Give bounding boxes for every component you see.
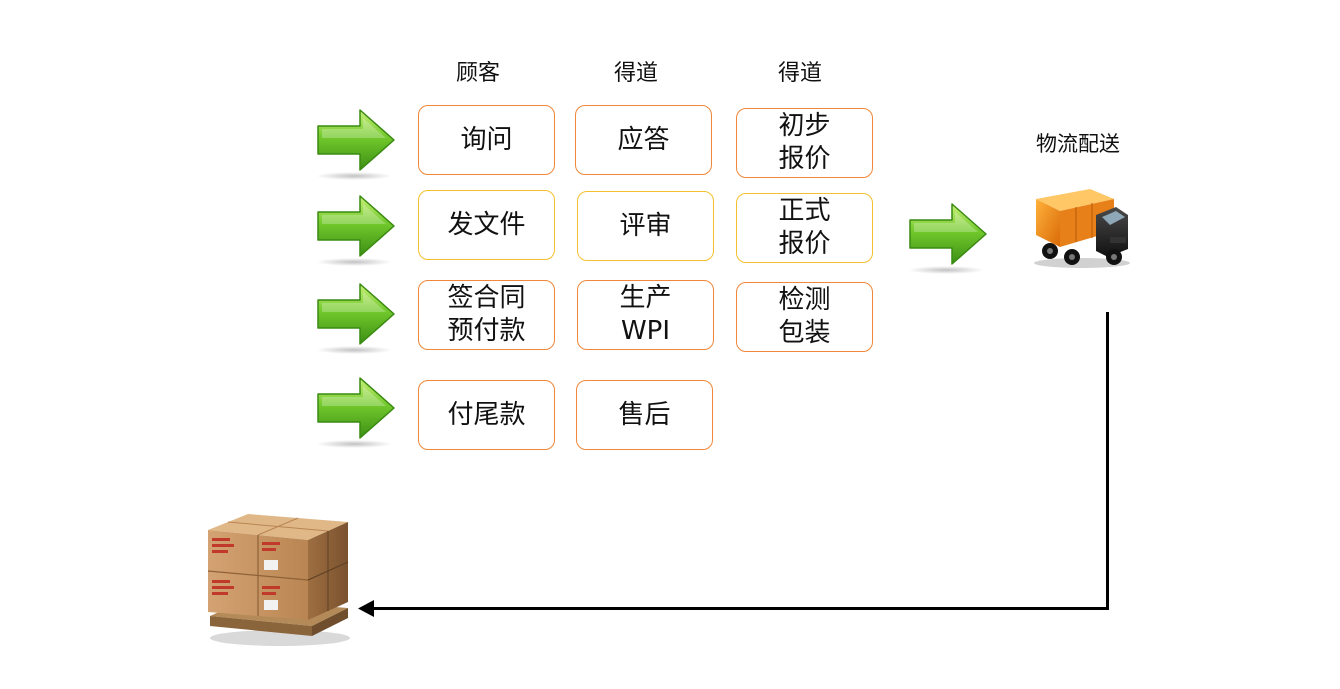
green-arrow-icon — [314, 374, 398, 450]
column-header-company-a: 得道 — [613, 61, 658, 86]
step-production-wpi: 生产 WPI — [577, 280, 714, 350]
step-inquiry: 询问 — [418, 105, 555, 175]
green-arrow-icon — [906, 200, 990, 276]
cargo-pallet-icon — [207, 514, 350, 646]
step-response: 应答 — [575, 105, 712, 175]
step-after-sales: 售后 — [576, 380, 713, 450]
green-arrow-icon — [314, 106, 398, 182]
delivery-truck-icon — [1034, 189, 1130, 268]
column-header-customer: 顾客 — [455, 61, 500, 86]
step-final-payment: 付尾款 — [418, 380, 555, 450]
green-arrow-icon — [314, 192, 398, 268]
logistics-label: 物流配送 — [1036, 132, 1120, 156]
green-arrow-icon — [314, 280, 398, 356]
step-inspection-packing: 检测 包装 — [736, 282, 873, 352]
return-line-horizontal — [368, 607, 1109, 610]
step-formal-quote: 正式 报价 — [736, 193, 873, 263]
return-line-vertical — [1106, 312, 1109, 610]
column-header-company-b: 得道 — [777, 61, 822, 86]
arrowhead-icon — [358, 600, 374, 617]
step-contract-prepayment: 签合同 预付款 — [418, 280, 555, 350]
step-review: 评审 — [577, 191, 714, 261]
step-send-documents: 发文件 — [418, 190, 555, 260]
step-preliminary-quote: 初步 报价 — [736, 108, 873, 178]
